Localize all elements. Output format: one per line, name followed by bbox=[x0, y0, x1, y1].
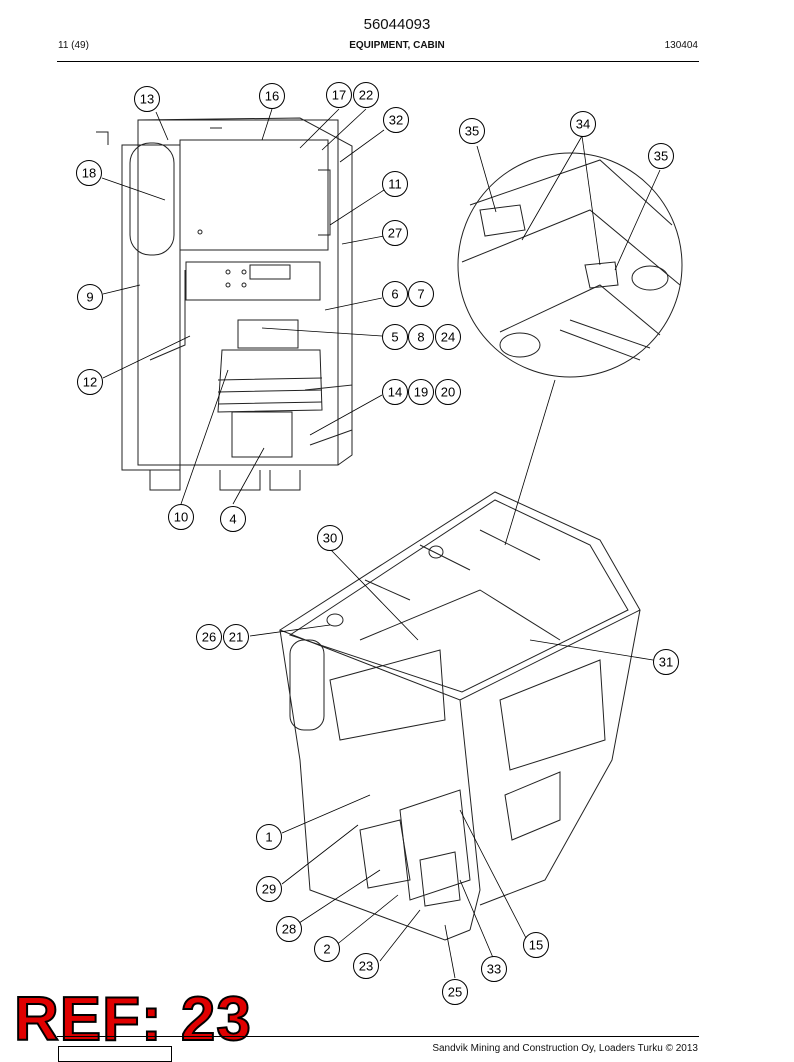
svg-text:35: 35 bbox=[465, 124, 479, 139]
callout-27: 27 bbox=[382, 220, 408, 246]
callout-9: 9 bbox=[77, 284, 103, 310]
document-code: 130404 bbox=[664, 40, 698, 51]
callout-22: 22 bbox=[353, 82, 379, 108]
svg-text:7: 7 bbox=[417, 287, 424, 302]
svg-text:30: 30 bbox=[323, 531, 337, 546]
callout-2: 2 bbox=[314, 936, 340, 962]
callout-35-left: 35 bbox=[459, 118, 485, 144]
brand-logo bbox=[58, 1046, 172, 1062]
svg-text:16: 16 bbox=[265, 89, 279, 104]
roof-detail-view bbox=[457, 152, 683, 378]
svg-text:11: 11 bbox=[388, 177, 402, 192]
callout-12: 12 bbox=[77, 369, 103, 395]
svg-text:14: 14 bbox=[388, 385, 402, 400]
callout-17: 17 bbox=[326, 82, 352, 108]
callout-21: 21 bbox=[223, 624, 249, 650]
cabin-side-window bbox=[499, 659, 606, 771]
callout-18: 18 bbox=[76, 160, 102, 186]
svg-text:10: 10 bbox=[174, 510, 188, 525]
callout-26: 26 bbox=[196, 624, 222, 650]
svg-text:19: 19 bbox=[414, 385, 428, 400]
footer-rule bbox=[57, 1036, 699, 1037]
callout-35-right: 35 bbox=[648, 143, 674, 169]
svg-text:4: 4 bbox=[229, 512, 236, 527]
svg-text:15: 15 bbox=[529, 938, 543, 953]
svg-text:18: 18 bbox=[82, 166, 96, 181]
callout-19: 19 bbox=[408, 379, 434, 405]
callout-31: 31 bbox=[653, 649, 679, 675]
callout-32: 32 bbox=[383, 107, 409, 133]
callout-10: 10 bbox=[168, 504, 194, 530]
callout-6: 6 bbox=[382, 281, 408, 307]
callout-29: 29 bbox=[256, 876, 282, 902]
callout-34: 34 bbox=[570, 111, 596, 137]
callout-24: 24 bbox=[435, 324, 461, 350]
callout-13: 13 bbox=[134, 86, 160, 112]
callout-8: 8 bbox=[408, 324, 434, 350]
rear-window bbox=[179, 139, 329, 251]
part-number: 56044093 bbox=[363, 16, 431, 33]
cabin-side-frame bbox=[137, 119, 339, 466]
header-rule bbox=[57, 61, 699, 62]
svg-text:2: 2 bbox=[323, 942, 330, 957]
svg-text:34: 34 bbox=[576, 117, 590, 132]
svg-text:9: 9 bbox=[86, 290, 93, 305]
callout-28: 28 bbox=[276, 916, 302, 942]
cabin-isometric-view bbox=[278, 491, 641, 941]
callout-25: 25 bbox=[442, 979, 468, 1005]
svg-text:21: 21 bbox=[229, 630, 243, 645]
svg-text:22: 22 bbox=[359, 88, 373, 103]
callout-1: 1 bbox=[256, 824, 282, 850]
svg-text:33: 33 bbox=[487, 962, 501, 977]
callout-23: 23 bbox=[353, 953, 379, 979]
footer-copyright: Sandvik Mining and Construction Oy, Load… bbox=[432, 1043, 698, 1054]
svg-text:29: 29 bbox=[262, 882, 276, 897]
cabin-side-view bbox=[96, 117, 353, 491]
svg-text:28: 28 bbox=[282, 922, 296, 937]
side-window bbox=[129, 142, 175, 256]
svg-text:20: 20 bbox=[441, 385, 455, 400]
svg-text:24: 24 bbox=[441, 330, 455, 345]
svg-text:17: 17 bbox=[332, 88, 346, 103]
callout-4: 4 bbox=[220, 506, 246, 532]
svg-text:1: 1 bbox=[265, 830, 272, 845]
svg-text:23: 23 bbox=[359, 959, 373, 974]
detail-circle bbox=[457, 152, 683, 378]
callout-7: 7 bbox=[408, 281, 434, 307]
svg-text:32: 32 bbox=[389, 113, 403, 128]
callout-14: 14 bbox=[382, 379, 408, 405]
callout-16: 16 bbox=[259, 83, 285, 109]
callout-20: 20 bbox=[435, 379, 461, 405]
svg-text:5: 5 bbox=[391, 330, 398, 345]
callout-30: 30 bbox=[317, 525, 343, 551]
section-title: EQUIPMENT, CABIN bbox=[349, 40, 445, 51]
svg-text:31: 31 bbox=[659, 655, 673, 670]
svg-text:13: 13 bbox=[140, 92, 154, 107]
svg-text:12: 12 bbox=[83, 375, 97, 390]
ref-overlay-label: REF: 23 bbox=[13, 984, 252, 1055]
callout-group: 13 16 17 22 32 18 11 27 9 6 7 5 8 24 12 … bbox=[76, 82, 679, 1005]
callout-15: 15 bbox=[523, 932, 549, 958]
svg-text:8: 8 bbox=[417, 330, 424, 345]
callout-33: 33 bbox=[481, 956, 507, 982]
svg-text:27: 27 bbox=[388, 226, 402, 241]
leader-lines bbox=[101, 108, 661, 979]
svg-text:25: 25 bbox=[448, 985, 462, 1000]
svg-text:6: 6 bbox=[391, 287, 398, 302]
svg-text:26: 26 bbox=[202, 630, 216, 645]
page-indicator: 11 (49) bbox=[58, 40, 89, 51]
callout-11: 11 bbox=[382, 171, 408, 197]
svg-text:35: 35 bbox=[654, 149, 668, 164]
callout-5: 5 bbox=[382, 324, 408, 350]
